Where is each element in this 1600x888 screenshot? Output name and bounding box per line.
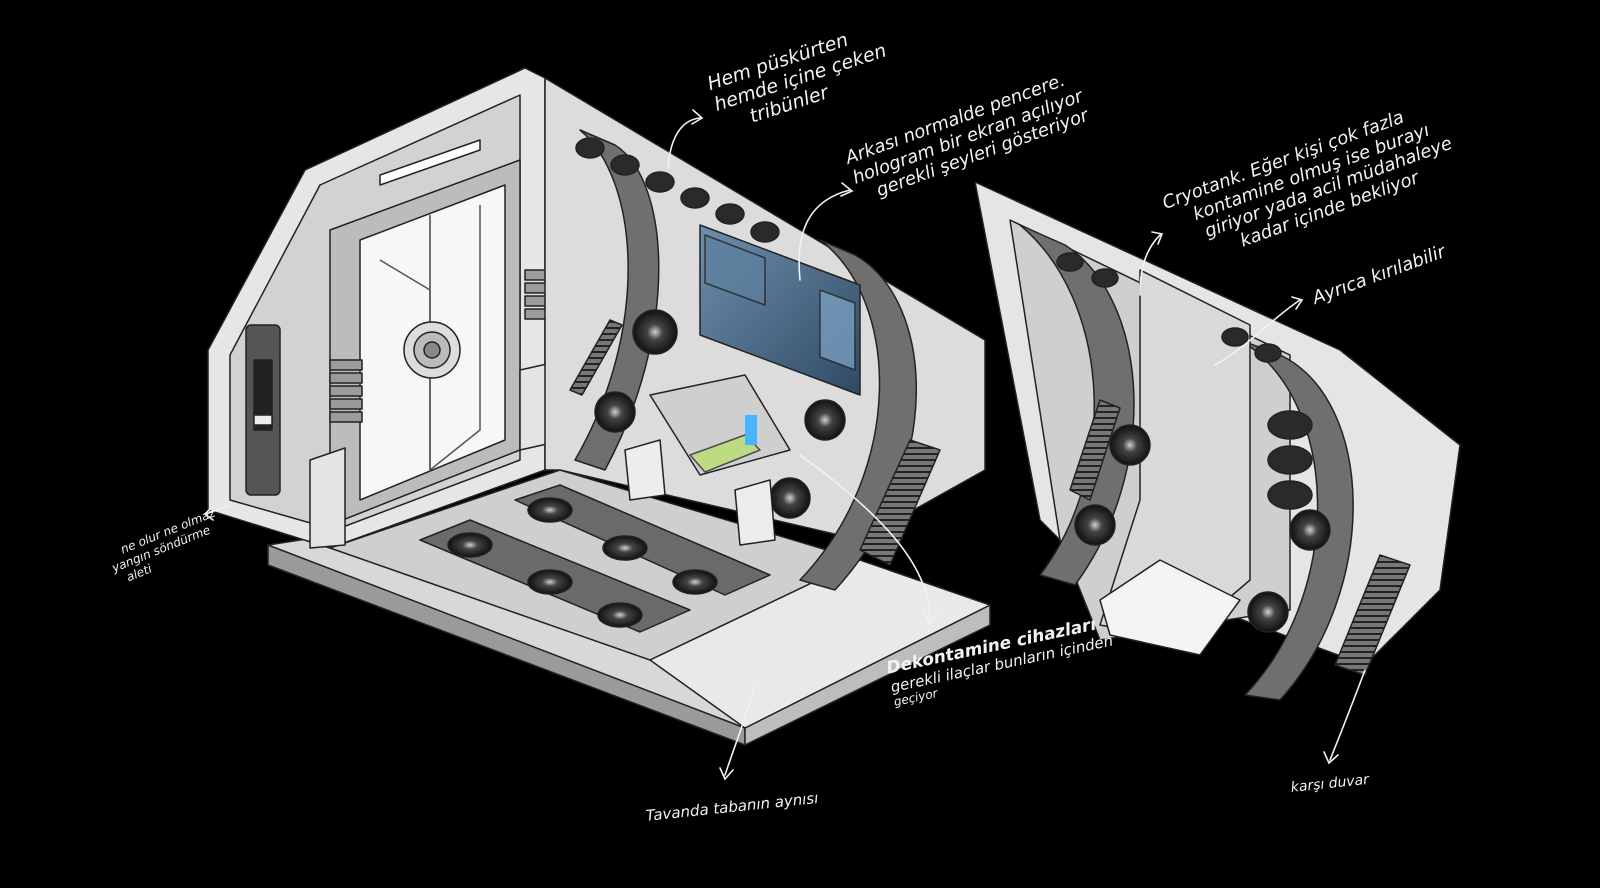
decon-pod xyxy=(624,439,666,501)
decon-pod xyxy=(734,479,776,546)
air-grill xyxy=(859,439,941,566)
opposite-fans xyxy=(1074,424,1331,633)
opposite-left-arch xyxy=(1019,224,1135,586)
left-tribune-arch xyxy=(574,129,660,471)
air-grill xyxy=(1334,554,1411,676)
floor-fans xyxy=(447,497,718,628)
ceiling-vents xyxy=(575,137,780,243)
air-grill xyxy=(1069,399,1121,501)
annotation-arrows xyxy=(203,109,1366,781)
main-room xyxy=(207,67,991,746)
opposite-right-arch xyxy=(1239,339,1354,701)
hologram-figure xyxy=(745,415,757,445)
opposite-wall xyxy=(974,181,1461,701)
air-grill xyxy=(569,319,623,396)
